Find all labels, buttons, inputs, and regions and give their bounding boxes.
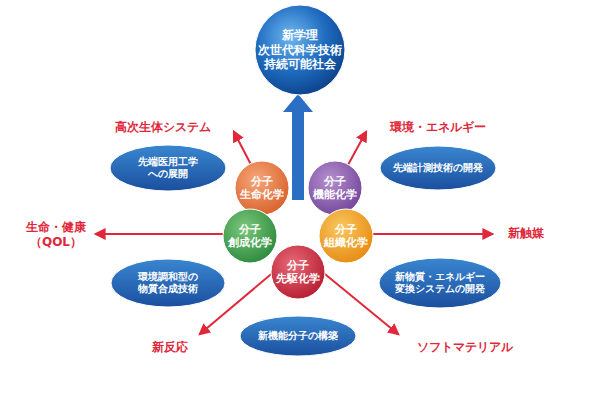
node-text-group: 環境調和型の 物質合成技術	[118, 271, 218, 296]
theme-ellipse: 新物質・エネルギー 変換システムの開発	[378, 257, 502, 309]
node-outline	[255, 5, 345, 95]
field-circle: 分子 機能化学	[307, 160, 363, 216]
node-text: 新物質・エネルギー 変換システムの開発	[388, 271, 492, 295]
node-text: 環境調和型の 物質合成技術	[118, 271, 218, 296]
node-text: 分子 機能化学	[310, 175, 360, 201]
direction-label: ソフトマテリアル	[400, 340, 530, 355]
node-outline	[380, 146, 496, 190]
theme-ellipse: 先端医用工学 への展開	[109, 144, 227, 192]
field-circle: 分子 組織化学	[318, 208, 374, 264]
node-text-group: 分子 先駆化学	[273, 259, 323, 285]
node-outline	[110, 145, 226, 191]
direction-label: 生命・健康 （QOL）	[18, 220, 94, 250]
node-text-group: 新物質・エネルギー 変換システムの開発	[388, 271, 492, 295]
arrow-line	[356, 233, 492, 235]
theme-ellipse: 環境調和型の 物質合成技術	[110, 258, 226, 308]
node-text-group: 新学理 次世代科学技術 持続可能社会	[256, 28, 344, 71]
direction-label: 新反応	[135, 340, 205, 355]
field-circle: 分子 先駆化学	[270, 244, 326, 300]
node-text: 分子 創成化学	[225, 223, 275, 249]
node-outline	[308, 161, 362, 215]
node-text: 分子 先駆化学	[273, 259, 323, 285]
direction-label: 新触媒	[496, 226, 556, 241]
node-text-group: 分子 組織化学	[321, 223, 371, 249]
node-text: 先端計測技術の開発	[393, 162, 483, 175]
field-circle: 分子 生命化学	[234, 160, 290, 216]
node-text-group: 分子 機能化学	[310, 175, 360, 201]
node-outline	[319, 209, 373, 263]
node-text-group: 新機能分子の構築	[258, 330, 338, 343]
arrow-line	[96, 233, 240, 235]
node-outline	[223, 209, 277, 263]
node-outline	[271, 245, 325, 299]
node-text: 分子 組織化学	[321, 223, 371, 249]
node-text: 新機能分子の構築	[258, 330, 338, 343]
node-text: 先端医用工学 への展開	[118, 156, 218, 181]
field-circle: 分子 創成化学	[222, 208, 278, 264]
node-outline	[240, 316, 356, 356]
node-text-group: 先端医用工学 への展開	[118, 156, 218, 181]
node-outline	[235, 161, 289, 215]
node-text-group: 分子 創成化学	[225, 223, 275, 249]
node-text: 分子 生命化学	[237, 175, 287, 201]
theme-ellipse: 先端計測技術の開発	[379, 145, 497, 191]
direction-label: 環境・エネルギー	[378, 120, 498, 135]
node-outline	[111, 259, 225, 307]
node-outline	[379, 258, 501, 308]
node-text-group: 分子 生命化学	[237, 175, 287, 201]
theme-ellipse: 新機能分子の構築	[239, 315, 357, 357]
node-text-group: 先端計測技術の開発	[393, 162, 483, 175]
goal-globe: 新学理 次世代科学技術 持続可能社会	[254, 4, 346, 96]
node-text: 新学理 次世代科学技術 持続可能社会	[256, 28, 344, 71]
direction-label: 高次生体システム	[95, 120, 230, 135]
